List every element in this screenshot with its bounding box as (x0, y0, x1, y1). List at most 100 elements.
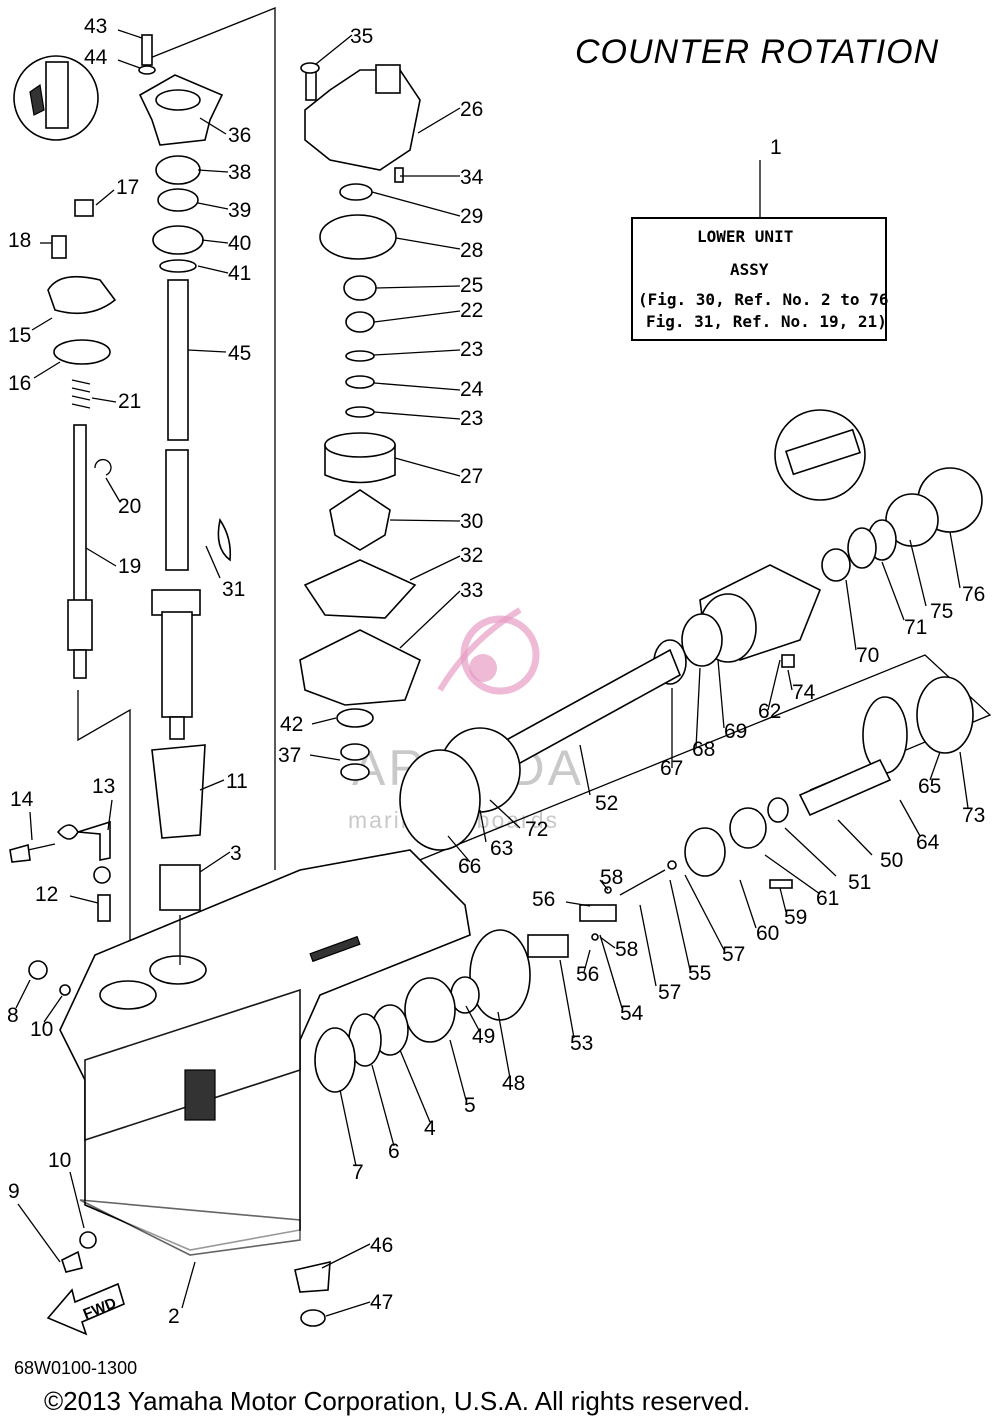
leader-line (85, 547, 117, 567)
leader-line (394, 457, 461, 477)
leader-line (599, 934, 623, 1009)
leader-line (449, 1039, 467, 1101)
leader-lines (15, 29, 969, 1317)
part-number-label: 73 (962, 804, 985, 827)
propeller-shaft-assembly (294, 409, 983, 1327)
leader-line (417, 107, 461, 134)
leader-line (201, 239, 229, 244)
leader-line (373, 310, 461, 323)
part-number-label: 56 (576, 963, 599, 986)
part-number-label: 52 (595, 792, 618, 815)
leader-line (199, 851, 231, 873)
leader-line (373, 382, 461, 391)
part-number-label: 55 (688, 962, 711, 985)
leader-line (579, 744, 591, 796)
part-number-label: 47 (370, 1291, 393, 1314)
part-number-label: 39 (228, 199, 251, 222)
part-number-label: 75 (930, 600, 953, 623)
part-number-label: 66 (458, 855, 481, 878)
leader-line (764, 854, 821, 895)
leader-line (739, 879, 757, 929)
part-number-label: 5 (464, 1094, 476, 1117)
leader-line (787, 669, 793, 691)
part-number-label: 23 (460, 407, 483, 430)
leader-line (784, 827, 837, 877)
part-number-label: 16 (8, 372, 31, 395)
leader-line (33, 361, 61, 379)
part-number-label: 65 (918, 775, 941, 798)
part-number-label: 3 (230, 842, 242, 865)
part-number-label: 29 (460, 205, 483, 228)
part-number-label: 7 (352, 1161, 364, 1184)
part-number-label: 11 (226, 770, 248, 793)
leader-line (69, 895, 99, 904)
leader-line (447, 835, 471, 863)
box-line4: Fig. 31, Ref. No. 19, 21) (646, 312, 887, 331)
part-number-label: 12 (35, 883, 58, 906)
part-number-label: 57 (658, 981, 681, 1004)
part-number-label: 48 (502, 1072, 525, 1095)
part-number-label: 2 (168, 1305, 180, 1328)
part-number-label: 36 (228, 124, 251, 147)
leader-line (197, 169, 229, 173)
part-number-label: 62 (758, 700, 781, 723)
leader-line (375, 285, 461, 289)
leader-line (29, 811, 33, 841)
part-number-label: 19 (118, 555, 141, 578)
part-number-label: 6 (388, 1140, 400, 1163)
part-number-label: 42 (280, 713, 303, 736)
part-number-label: 49 (472, 1025, 495, 1048)
leader-line (779, 887, 787, 913)
leader-line (465, 1005, 481, 1033)
part-number-label: 70 (856, 644, 879, 667)
leader-line (479, 809, 487, 843)
leader-line (717, 659, 725, 729)
box-line1: LOWER UNIT (697, 227, 793, 246)
part-number-label: 38 (228, 161, 251, 184)
part-number-label: 17 (116, 176, 139, 199)
leader-line (315, 34, 353, 65)
part-number-label: 8 (7, 1004, 19, 1027)
leader-line (399, 1049, 431, 1123)
leader-line (95, 189, 115, 206)
diagram-title: COUNTER ROTATION (575, 33, 939, 71)
part-number-label: 20 (118, 495, 141, 518)
leader-line (399, 590, 461, 649)
part-number-label: 30 (460, 510, 483, 533)
leader-line (187, 349, 227, 353)
leader-line (309, 754, 341, 761)
part-number-label: 14 (10, 788, 34, 811)
leader-line (15, 979, 31, 1009)
leader-line (395, 237, 461, 250)
leader-line (881, 561, 905, 621)
part-number-label: 10 (30, 1018, 53, 1041)
leader-line (43, 995, 63, 1023)
leader-line (371, 191, 461, 217)
part-number-label: 63 (490, 837, 513, 860)
part-number-label: 50 (880, 849, 903, 872)
leader-line (767, 659, 781, 711)
part-number-label: 31 (222, 578, 245, 601)
water-pump-column (299, 62, 422, 781)
leader-line (845, 579, 857, 651)
leader-line (909, 539, 927, 607)
part-number-label: 74 (792, 681, 816, 704)
part-number-label: 54 (620, 1002, 644, 1025)
part-number-label: 43 (84, 15, 107, 38)
left-column-parts (9, 55, 232, 1273)
part-number-label: 61 (816, 887, 839, 910)
leader-line (489, 799, 521, 829)
leader-line (197, 202, 229, 210)
part-number-label: 32 (460, 544, 483, 567)
part-number-label: 24 (460, 378, 484, 401)
part-number-label: 69 (724, 720, 747, 743)
part-number-label: 67 (660, 757, 683, 780)
box-line2: ASSY (730, 260, 769, 279)
part-number-label: 44 (84, 46, 108, 69)
leader-line (565, 901, 591, 907)
part-number-label: 59 (784, 906, 807, 929)
part-number-label: 22 (460, 299, 483, 322)
part-number-label: 25 (460, 274, 483, 297)
leader-line (373, 411, 461, 420)
